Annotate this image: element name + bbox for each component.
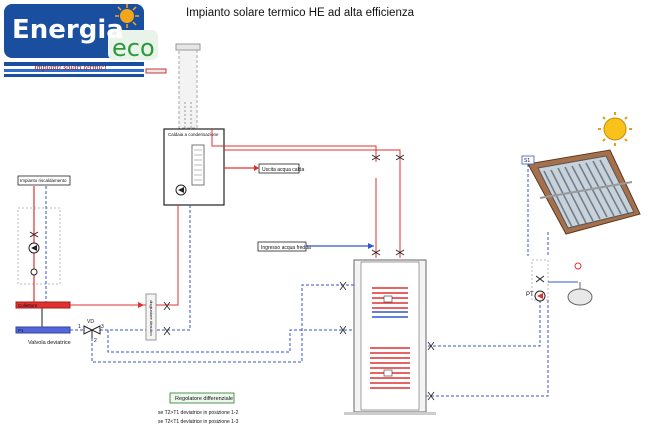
rule-1-text: se T2>T1 deviatrice in posizione 1-2 — [158, 410, 239, 416]
logo-tagline: Impianti solari termici — [33, 63, 106, 72]
sensor-s1-label: S1 — [524, 158, 530, 164]
diverter-valve: VD 1 2 3 — [78, 319, 104, 344]
collector-label: Collettore — [18, 303, 38, 308]
logo-word-energia: Energia — [12, 15, 124, 45]
boiler-label: Caldaia a condensazione — [168, 132, 219, 137]
condensing-boiler: Caldaia a condensazione — [163, 128, 225, 206]
diverter-valve-label: Valvola deviatrice — [28, 340, 71, 346]
logo-word-eco: eco — [112, 34, 155, 62]
pressure-label: PT — [526, 292, 534, 298]
sun-icon — [598, 112, 632, 146]
logo: Energia eco Impianti solari termici — [4, 4, 167, 77]
heating-pump-group — [17, 207, 61, 285]
tag-p1: P1 — [18, 328, 24, 333]
logo-sun-icon — [120, 9, 134, 23]
port-3-label: 3 — [101, 324, 104, 330]
cold-water-in-label: Ingresso acqua fredda — [261, 245, 311, 251]
controller-box — [169, 392, 235, 404]
solar-collector-panel — [527, 149, 641, 235]
valve-icons — [163, 154, 435, 401]
hydraulic-separator: disgiuntore idraulico — [145, 293, 157, 341]
heating-system-box — [17, 175, 71, 186]
storage-tank — [344, 259, 436, 415]
upper-coil — [372, 287, 408, 318]
port-2-label: 2 — [94, 338, 97, 344]
hot-water-out-label: Uscita acqua calda — [262, 167, 304, 173]
diagram-title: Impianto solare termico HE ad alta effic… — [186, 7, 415, 19]
hot-water-out-box — [258, 163, 300, 174]
rule-2-text: se T2<T1 deviatrice in posizione 1-3 — [158, 419, 239, 425]
solar-pump-group: PT — [526, 259, 549, 302]
return-manifold — [15, 326, 71, 334]
chimney — [175, 43, 201, 129]
lower-coil — [370, 347, 410, 389]
controller-label: Regolatore differenziale — [175, 396, 233, 402]
hydraulic-separator-label: disgiuntore idraulico — [149, 300, 154, 336]
valve-vd-label: VD — [87, 319, 94, 325]
heating-system-label: Impianto riscaldamento — [20, 178, 67, 183]
port-1-label: 1 — [78, 324, 81, 330]
expansion-vessel — [567, 262, 593, 306]
